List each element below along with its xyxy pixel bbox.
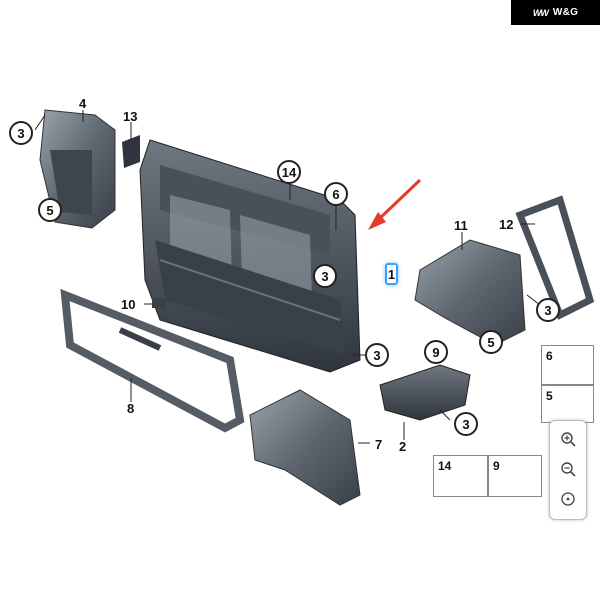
legend-cell-5: 5 <box>541 385 594 423</box>
part-4-shape <box>39 109 116 229</box>
legend-label-6: 6 <box>546 349 553 363</box>
zoom-in-button[interactable] <box>556 427 580 451</box>
zoom-in-icon <box>561 432 576 447</box>
callout-3-left: 3 <box>9 121 33 145</box>
label-part-8: 8 <box>127 401 135 416</box>
label-part-11: 11 <box>454 218 468 233</box>
part-1-highlight[interactable]: 1 <box>385 263 398 285</box>
leader-lines <box>34 110 541 444</box>
label-part-12: 12 <box>499 217 514 232</box>
label-part-10: 10 <box>121 297 136 312</box>
callout-5-left: 5 <box>38 198 62 222</box>
part-8-shape <box>60 288 245 433</box>
legend-cell-6: 6 <box>541 345 594 385</box>
red-arrow <box>368 178 422 230</box>
zoom-controls <box>549 420 587 520</box>
legend-cell-9: 9 <box>488 455 542 497</box>
part-7-shape <box>249 389 361 506</box>
callout-5-right: 5 <box>479 330 503 354</box>
callout-14: 14 <box>277 160 301 184</box>
callout-3-right: 3 <box>536 298 560 322</box>
label-part-1: 1 <box>387 266 396 282</box>
label-part-13: 13 <box>123 109 138 124</box>
main-frame-shape <box>139 139 361 373</box>
callout-3-bottom: 3 <box>454 412 478 436</box>
part-2-shape <box>379 364 471 421</box>
callout-3-center: 3 <box>313 264 337 288</box>
part-10-shape <box>152 298 166 308</box>
legend-cell-14: 14 <box>433 455 488 497</box>
zoom-out-button[interactable] <box>556 457 580 481</box>
legend-label-9: 9 <box>493 459 500 473</box>
callout-3-lower: 3 <box>365 343 389 367</box>
part-11-shape <box>414 239 526 346</box>
callout-9: 9 <box>424 340 448 364</box>
legend-label-5: 5 <box>546 389 553 403</box>
callout-6: 6 <box>324 182 348 206</box>
reset-view-icon <box>561 492 575 506</box>
brand-badge: WW W&G <box>511 0 600 25</box>
label-part-4: 4 <box>79 96 87 111</box>
reset-view-button[interactable] <box>556 487 580 511</box>
label-part-2: 2 <box>399 439 407 454</box>
part-13-shape <box>122 135 140 168</box>
label-part-7: 7 <box>375 437 383 452</box>
legend-label-14: 14 <box>438 459 452 473</box>
brand-name: W&G <box>552 7 579 18</box>
zoom-out-icon <box>561 462 576 477</box>
brand-logo: WW <box>532 7 549 18</box>
part-12-shape <box>515 195 595 320</box>
